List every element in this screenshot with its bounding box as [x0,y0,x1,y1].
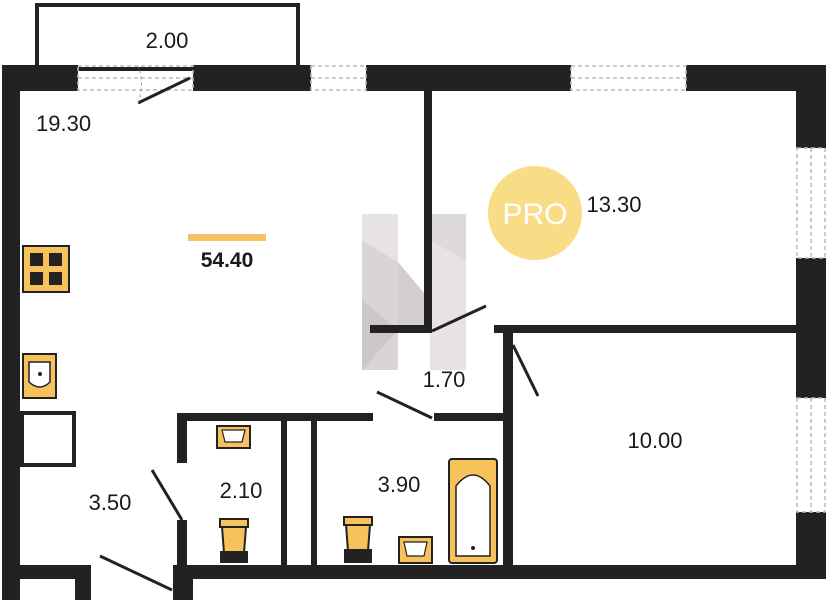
room-area-balcony: 2.00 [146,28,189,53]
room-area-kitchen-living: 19.30 [36,111,91,136]
room-area-bedroom-top: 13.30 [586,192,641,217]
washbasin-icon [216,425,433,564]
balcony-outline [35,3,300,71]
toilet-icon [219,516,373,563]
door-icon [99,65,540,592]
watermark-logo [362,214,466,370]
stove-icon [22,245,70,293]
pro-badge-text: PRO [502,198,567,231]
outer-walls [2,65,826,600]
bathtub-icon [448,458,498,564]
room-area-corridor: 1.70 [423,367,466,392]
room-area-hall: 3.50 [89,490,132,515]
window-icon [77,65,826,513]
interior-walls [20,91,796,570]
total-area: 54.40 [201,249,254,272]
pro-badge [488,166,582,260]
total-area-accent [188,234,266,241]
room-area-wc: 2.10 [220,478,263,503]
room-area-bedroom-bottom: 10.00 [627,428,682,453]
room-area-bathroom: 3.90 [378,472,421,497]
sink-icon [22,353,57,399]
